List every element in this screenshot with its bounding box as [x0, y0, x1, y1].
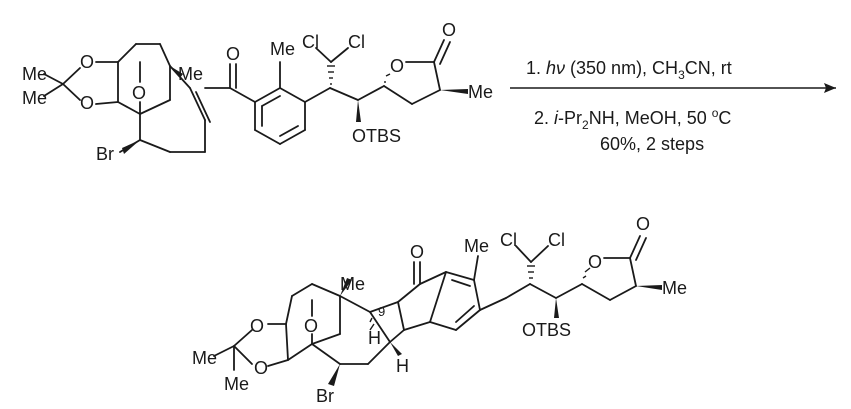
product-br-label: Br: [316, 386, 334, 406]
product-o-lactone-carbonyl-label: O: [636, 214, 650, 234]
reaction-arrowhead: [824, 83, 836, 93]
product-side-chain: Cl Cl OTBS O O Me: [479, 214, 687, 340]
condition-yield: 60%, 2 steps: [600, 134, 704, 154]
product-acetonide: Me Me O O: [192, 316, 289, 394]
product-me-angular-label: Me: [340, 274, 365, 294]
product-aryl: Me: [403, 236, 489, 331]
sm-o-ketone-label: O: [226, 44, 240, 64]
product-core: O Me Br O H 9 H: [285, 242, 424, 406]
product-cl1-label: Cl: [500, 230, 517, 250]
product-me1-label: Me: [192, 348, 217, 368]
reaction-conditions: 1. hν (350 nm), CH3CN, rt 2. i-Pr2NH, Me…: [510, 58, 836, 154]
product-cl2-label: Cl: [548, 230, 565, 250]
sm-cl1-label: Cl: [302, 32, 319, 52]
product-o-lactone-ring-label: O: [588, 252, 602, 272]
product-me-lactone-label: Me: [662, 278, 687, 298]
sm-core: O Me Br: [96, 43, 211, 164]
product-o-bridge-label: O: [304, 316, 318, 336]
sm-me1-label: Me: [22, 64, 47, 84]
sm-side-chain: Cl Cl OTBS O O Me: [302, 20, 493, 146]
sm-acetonide: Me Me O O: [22, 52, 119, 113]
product-me-aryl-label: Me: [464, 236, 489, 256]
product-o-ketone-label: O: [410, 242, 424, 262]
product-o-ketal2-label: O: [254, 358, 268, 378]
product-o-ketal1-label: O: [250, 316, 264, 336]
sm-otbs-label: OTBS: [352, 126, 401, 146]
product-h-fusion-label: H: [396, 356, 409, 376]
product-otbs-label: OTBS: [522, 320, 571, 340]
sm-br-label: Br: [96, 144, 114, 164]
condition-step1: 1. hν (350 nm), CH3CN, rt: [526, 58, 732, 82]
sm-me-angular-label: Me: [178, 64, 203, 84]
sm-me-lactone-label: Me: [468, 82, 493, 102]
starting-material: Me Me O O O Me: [22, 20, 493, 164]
sm-o-ketal1-label: O: [80, 52, 94, 72]
sm-o-lactone-carbonyl-label: O: [442, 20, 456, 40]
sm-me-aryl-label: Me: [270, 39, 295, 59]
condition-step2: 2. i-Pr2NH, MeOH, 50 oC: [534, 106, 731, 132]
product-h9-label: H: [368, 328, 381, 348]
sm-o-ketal2-label: O: [80, 93, 94, 113]
sm-aryl-ketone: O Me: [204, 39, 306, 145]
sm-o-lactone-ring-label: O: [390, 56, 404, 76]
product-me2-label: Me: [224, 374, 249, 394]
sm-o-bridge-label: O: [132, 83, 146, 103]
product: Me Me O O O Me Br: [192, 214, 687, 406]
product-c9-label: 9: [378, 304, 385, 319]
sm-me2-label: Me: [22, 88, 47, 108]
sm-cl2-label: Cl: [348, 32, 365, 52]
